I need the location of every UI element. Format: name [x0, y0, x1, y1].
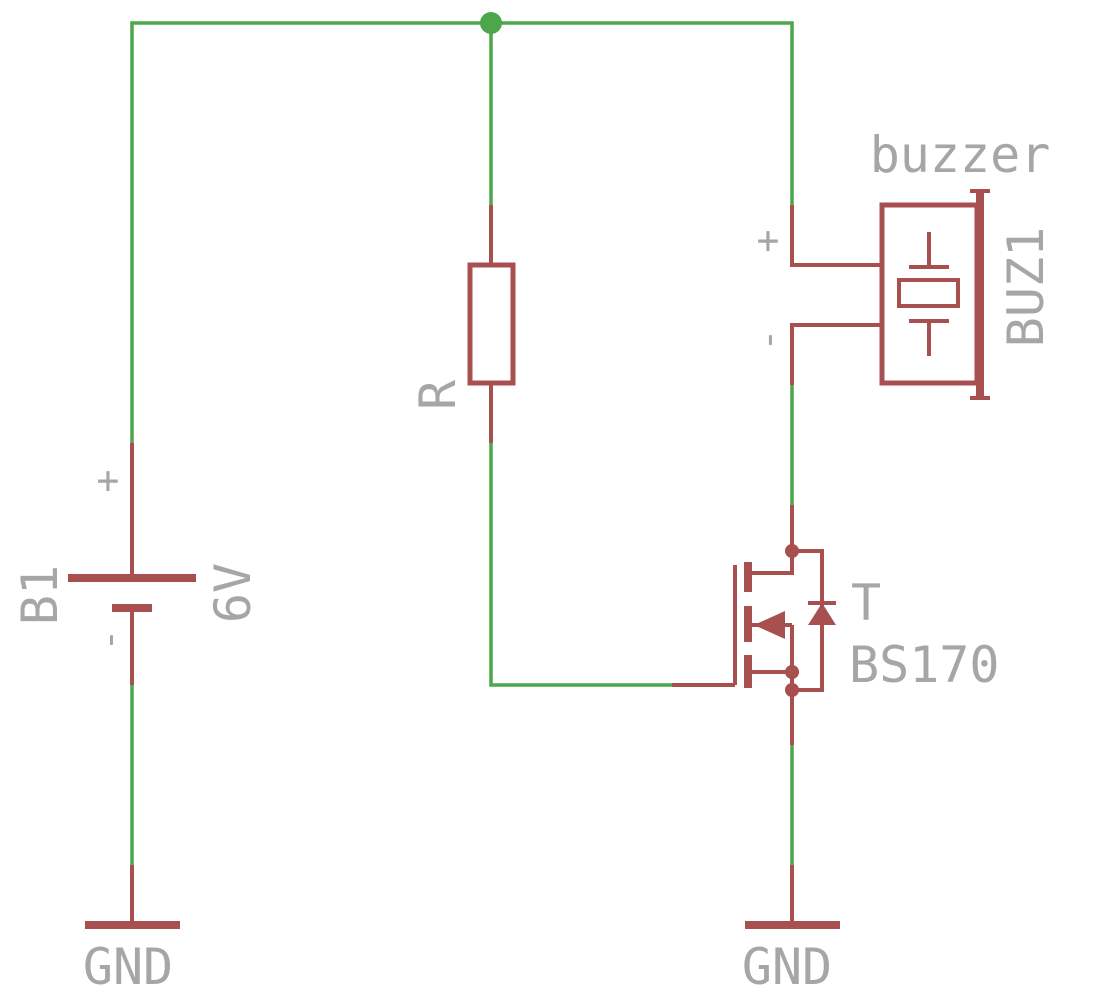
ground-symbol-right — [745, 865, 840, 929]
junction-dot — [480, 12, 502, 34]
buzzer-name-label: BUZ1 — [997, 227, 1055, 347]
wire-top-rail — [130, 21, 794, 445]
wire-resistor-to-gate — [489, 441, 674, 687]
mosfet-name-label: T — [851, 574, 881, 632]
battery-symbol — [68, 443, 196, 685]
buzzer-minus-label: - — [746, 329, 790, 352]
mosfet-value-label: BS170 — [849, 636, 1000, 694]
net-wires — [130, 12, 794, 867]
resistor-symbol — [467, 205, 516, 443]
resistor-name-label: R — [409, 379, 467, 410]
buzzer-symbol — [790, 189, 990, 400]
battery-value-label: 6V — [204, 563, 262, 623]
ground-symbol-left — [85, 865, 180, 929]
battery-plus-label: + — [97, 458, 120, 502]
buzzer-value-label: buzzer — [870, 126, 1051, 184]
battery-name-label: B1 — [11, 565, 69, 625]
ground-left-label: GND — [83, 938, 173, 996]
ground-right-label: GND — [742, 938, 832, 996]
mosfet-symbol — [672, 505, 836, 745]
buzzer-plus-label: + — [757, 218, 780, 262]
battery-minus-label: - — [87, 629, 131, 652]
